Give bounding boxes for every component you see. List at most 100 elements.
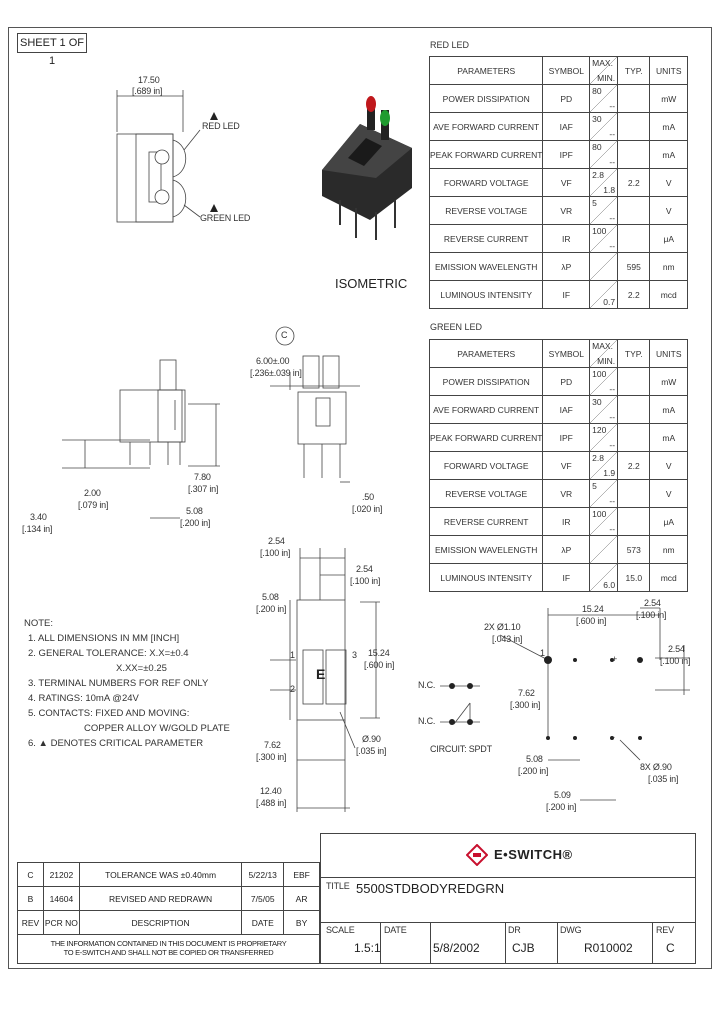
red-led-label: RED LED (430, 40, 470, 50)
dim-780: 7.80 (194, 472, 211, 482)
note-line: 5. CONTACTS: FIXED AND MOVING: (28, 708, 190, 719)
revision-desc: DESCRIPTION (78, 910, 243, 935)
symbol-cell: IF (542, 563, 591, 592)
rev-label: REV (656, 925, 674, 935)
green-led-dome (380, 110, 390, 126)
fv-1524-in: [.600 in] (364, 660, 395, 670)
isometric-label: ISOMETRIC (335, 276, 408, 291)
unit-cell: mA (649, 423, 688, 452)
max-min-cell (589, 535, 619, 564)
symbol-cell: PD (542, 84, 591, 113)
fv-254a: 2.54 (268, 536, 285, 546)
fv-508-in: [.200 in] (256, 604, 287, 614)
dim-200: 2.00 (84, 488, 101, 498)
circuit-nc-1: N.C. (418, 680, 436, 690)
typ-cell: 2.2 (617, 168, 651, 197)
max-value: 80 (592, 86, 602, 96)
max-min-cell: 120-- (589, 423, 619, 452)
dim-top-width: 17.50 (138, 75, 160, 85)
max-value: MAX. (592, 58, 613, 68)
revision-rev: B (17, 886, 44, 911)
dwg-value: R010002 (584, 941, 633, 955)
max-value: 100 (592, 226, 607, 236)
pc-plus-pin: + (612, 654, 618, 664)
pc-508: 5.08 (526, 754, 543, 764)
disclaimer-line-2: TO E-SWITCH AND SHALL NOT BE COPIED OR T… (63, 948, 274, 957)
max-min-cell: 30-- (589, 395, 619, 424)
note-line: 6. ▲ DENOTES CRITICAL PARAMETER (28, 738, 204, 749)
min-value: 1.9 (603, 468, 616, 478)
note-line: COPPER ALLOY W/GOLD PLATE (84, 723, 230, 734)
pc-509-in: [.200 in] (546, 802, 577, 812)
max-min-cell: 100-- (589, 224, 619, 253)
pc-1524-in: [.600 in] (576, 616, 607, 626)
max-value: 30 (592, 114, 602, 124)
typ-cell: 2.2 (617, 280, 651, 309)
title-value: 5500STDBODYREDGRN (356, 881, 505, 896)
pc-8x-hole-in: [.035 in] (648, 774, 679, 784)
fv-254b-in: [.100 in] (350, 576, 381, 586)
unit-cell: mA (649, 140, 688, 169)
min-value: 1.8 (603, 185, 616, 195)
max-min-cell: 100-- (589, 507, 619, 536)
header-units: UNITS (649, 56, 688, 85)
min-value: -- (609, 241, 616, 251)
fv-1240-in: [.488 in] (256, 798, 287, 808)
rev-value: C (666, 941, 675, 955)
param-cell: PEAK FORWARD CURRENT (428, 423, 544, 452)
param-cell: AVE FORWARD CURRENT (428, 395, 544, 424)
max-min-cell: 100-- (589, 367, 619, 396)
revision-by: BY (283, 910, 320, 935)
typ-cell: 2.2 (617, 451, 651, 480)
max-value: 100 (592, 509, 607, 519)
revision-pcr: 21202 (42, 862, 80, 887)
unit-cell: mcd (649, 563, 688, 592)
max-min-cell: 80-- (589, 140, 619, 169)
typ-cell: 573 (617, 535, 651, 564)
max-value: 2.8 (592, 170, 604, 180)
pc-509: 5.09 (554, 790, 571, 800)
pc-2x-hole: 2X Ø1.10 (484, 622, 521, 632)
title-label: TITLE (326, 881, 350, 891)
note-line: 1. ALL DIMENSIONS IN MM [INCH] (28, 633, 180, 644)
pc-8x-hole: 8X Ø.90 (640, 762, 672, 772)
footprint-e-marker: E (316, 666, 326, 682)
max-value: MAX. (592, 341, 613, 351)
param-cell: AVE FORWARD CURRENT (428, 112, 544, 141)
fv-762-in: [.300 in] (256, 752, 287, 762)
red-led-dome (366, 96, 376, 112)
brand-name: E•SWITCH® (494, 847, 573, 862)
revision-date: 7/5/05 (241, 886, 285, 911)
param-cell: REVERSE VOLTAGE (428, 479, 544, 508)
revision-date: DATE (241, 910, 285, 935)
symbol-cell: IR (542, 507, 591, 536)
eswitch-logo-icon (466, 844, 488, 866)
param-cell: LUMINOUS INTENSITY (428, 563, 544, 592)
note-line: 4. RATINGS: 10mA @24V (28, 693, 139, 704)
dim-050-in: [.020 in] (352, 504, 383, 514)
header-parameters: PARAMETERS (428, 56, 544, 85)
pc-2x-hole-in: [.043 in] (492, 634, 523, 644)
circuit-nc-2: N.C. (418, 716, 436, 726)
min-value: 0.7 (603, 297, 616, 307)
symbol-cell: PD (542, 367, 591, 396)
param-cell: EMISSION WAVELENGTH (428, 252, 544, 281)
min-value: -- (609, 412, 616, 422)
green-led-label: GREEN LED (430, 322, 483, 332)
symbol-cell: λP (542, 252, 591, 281)
unit-cell: nm (649, 252, 688, 281)
dim-340-in: [.134 in] (22, 524, 53, 534)
critical-triangle-icon (210, 112, 218, 120)
scale-value: 1.5:1 (354, 941, 381, 955)
isometric-render (322, 96, 412, 240)
dim-050: .50 (362, 492, 374, 502)
min-value: -- (609, 440, 616, 450)
max-value: 5 (592, 481, 597, 491)
pc-762-in: [.300 in] (510, 700, 541, 710)
max-min-cell: 6.0 (589, 563, 619, 592)
